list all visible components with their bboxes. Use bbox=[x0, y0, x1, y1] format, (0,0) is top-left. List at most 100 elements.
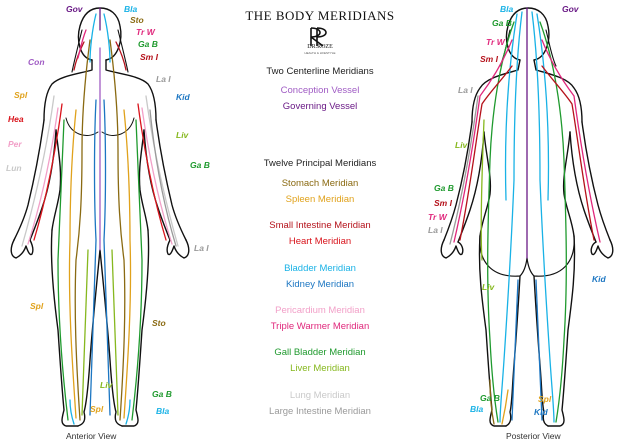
post-tag-liv2: Liv bbox=[482, 282, 495, 292]
spleen-line-front-r bbox=[123, 109, 132, 419]
ant-tag-gov: Gov bbox=[66, 4, 83, 14]
bladder-line-back-2 bbox=[504, 13, 518, 201]
conception-vessel-label: Conception Vessel bbox=[280, 85, 360, 96]
ant-tag-kid: Kid bbox=[176, 92, 190, 102]
kidney-line-back-r bbox=[535, 279, 543, 421]
logo-subtext: HEALTH & LIFESTYLE bbox=[304, 51, 336, 55]
post-tag-spl: Spl bbox=[538, 394, 552, 404]
post-tag-gab: Ga B bbox=[492, 18, 512, 28]
post-tag-trw2: Tr W bbox=[428, 212, 447, 222]
bladder-line-back bbox=[499, 11, 523, 423]
ant-tag-smi: Sm I bbox=[140, 52, 158, 62]
ant-tag-spl3: Spl bbox=[90, 404, 104, 414]
small-intestine-line-back-r bbox=[541, 65, 595, 241]
post-tag-gov: Gov bbox=[562, 4, 579, 14]
lung-line-front-r bbox=[145, 95, 179, 247]
post-tag-gab3: Ga B bbox=[480, 393, 500, 403]
ant-tag-lai: La I bbox=[156, 74, 171, 84]
small-intestine-meridian-label: Small Intestine Meridian bbox=[269, 220, 371, 231]
post-tag-lai: La I bbox=[458, 85, 473, 95]
stomach-line-front-r bbox=[109, 39, 126, 421]
stomach-meridian-label: Stomach Meridian bbox=[281, 178, 359, 189]
post-tag-trw: Tr W bbox=[486, 37, 505, 47]
heart-meridian-label: Heart Meridian bbox=[288, 236, 352, 247]
liver-line-front bbox=[81, 249, 89, 416]
kidney-line-back bbox=[511, 279, 519, 421]
lung-meridian-label: Lung Meridian bbox=[289, 390, 351, 401]
small-intestine-line-back bbox=[459, 65, 513, 241]
bladder-line-front-lower bbox=[69, 399, 131, 425]
kidney-line-front bbox=[89, 99, 97, 416]
small-intestine-line-front-r bbox=[115, 41, 127, 71]
centerline-heading: Two Centerline Meridians bbox=[266, 66, 374, 77]
gall-bladder-line-front-r bbox=[131, 119, 143, 421]
ant-tag-per: Per bbox=[8, 139, 22, 149]
heart-line-front bbox=[33, 103, 63, 241]
ant-tag-trw: Tr W bbox=[136, 27, 155, 37]
posterior-view-label: Posterior View bbox=[506, 431, 561, 441]
triple-warmer-meridian-label: Triple Warmer Meridian bbox=[270, 321, 370, 332]
large-intestine-meridian-label: Large Intestine Meridian bbox=[269, 406, 371, 417]
page-title: THE BODY MERIDIANS bbox=[245, 8, 395, 23]
triple-warmer-line-back bbox=[453, 39, 513, 243]
ant-tag-bla2: Bla bbox=[156, 406, 170, 416]
ant-tag-spl: Spl bbox=[14, 90, 28, 100]
anterior-body-figure bbox=[10, 7, 190, 427]
post-tag-lai2: La I bbox=[428, 225, 443, 235]
ant-tag-sto2: Sto bbox=[152, 318, 166, 328]
pericardium-meridian-label: Pericardium Meridian bbox=[275, 305, 365, 316]
stomach-line-front bbox=[74, 39, 91, 421]
anterior-view-label: Anterior View bbox=[66, 431, 117, 441]
logo-text: DR.ROZE bbox=[307, 44, 333, 50]
meridian-legend: THE BODY MERIDIANS DR.ROZE HEALTH & LIFE… bbox=[215, 0, 425, 445]
ant-tag-bla: Bla bbox=[124, 4, 138, 14]
ant-tag-lai2: La I bbox=[194, 243, 209, 253]
post-tag-kid: Kid bbox=[592, 274, 606, 284]
post-tag-kid2: Kid bbox=[534, 407, 548, 417]
ant-tag-hea: Hea bbox=[8, 114, 24, 124]
triple-warmer-line-front bbox=[77, 29, 87, 59]
ant-tag-liv: Liv bbox=[176, 130, 189, 140]
liver-line-front-r bbox=[111, 249, 119, 416]
large-intestine-line-front bbox=[149, 109, 177, 247]
bladder-line-front bbox=[89, 13, 111, 63]
pericardium-line-front-r bbox=[141, 107, 173, 245]
anterior-meridian-lines bbox=[21, 7, 179, 425]
pericardium-line-front bbox=[27, 107, 59, 245]
ant-tag-liv2: Liv bbox=[100, 380, 113, 390]
large-intestine-line-back bbox=[449, 95, 479, 245]
lung-line-front bbox=[21, 95, 55, 247]
spleen-line-front bbox=[68, 109, 77, 419]
ant-tag-sto: Sto bbox=[130, 15, 144, 25]
ant-tag-gab2: Ga B bbox=[190, 160, 210, 170]
ant-tag-lun: Lun bbox=[6, 163, 22, 173]
heart-line-front-r bbox=[137, 103, 167, 241]
post-tag-gab2: Ga B bbox=[434, 183, 454, 193]
spleen-meridian-label: Spleen Meridian bbox=[285, 194, 355, 205]
governing-vessel-label: Governing Vessel bbox=[282, 101, 358, 112]
spleen-line-back bbox=[501, 389, 509, 425]
bladder-meridian-label: Bladder Meridian bbox=[284, 263, 356, 274]
posterior-silhouette bbox=[440, 7, 614, 427]
post-tag-bla2: Bla bbox=[470, 404, 484, 414]
triple-warmer-line-back-r bbox=[541, 39, 601, 243]
kidney-meridian-label: Kidney Meridian bbox=[285, 279, 355, 290]
liver-meridian-label: Liver Meridian bbox=[290, 363, 350, 374]
stomach-line-back bbox=[489, 379, 495, 425]
ant-tag-gab3: Ga B bbox=[152, 389, 172, 399]
liver-line-back bbox=[480, 119, 485, 261]
bladder-line-back-2r bbox=[536, 13, 550, 201]
gall-bladder-line-back-r bbox=[539, 21, 567, 423]
gall-bladder-line-front bbox=[57, 119, 69, 421]
ant-tag-gab: Ga B bbox=[138, 39, 158, 49]
ant-tag-spl2: Spl bbox=[30, 301, 44, 311]
posterior-meridian-lines bbox=[449, 7, 601, 425]
gall-bladder-meridian-label: Gall Bladder Meridian bbox=[274, 347, 366, 358]
post-tag-smi: Sm I bbox=[480, 54, 498, 64]
dr-roze-logo-icon bbox=[310, 27, 327, 47]
principal-heading: Twelve Principal Meridians bbox=[263, 158, 377, 169]
gall-bladder-line-back bbox=[487, 21, 515, 423]
ant-tag-con: Con bbox=[28, 57, 45, 67]
posterior-body-figure bbox=[440, 7, 614, 427]
